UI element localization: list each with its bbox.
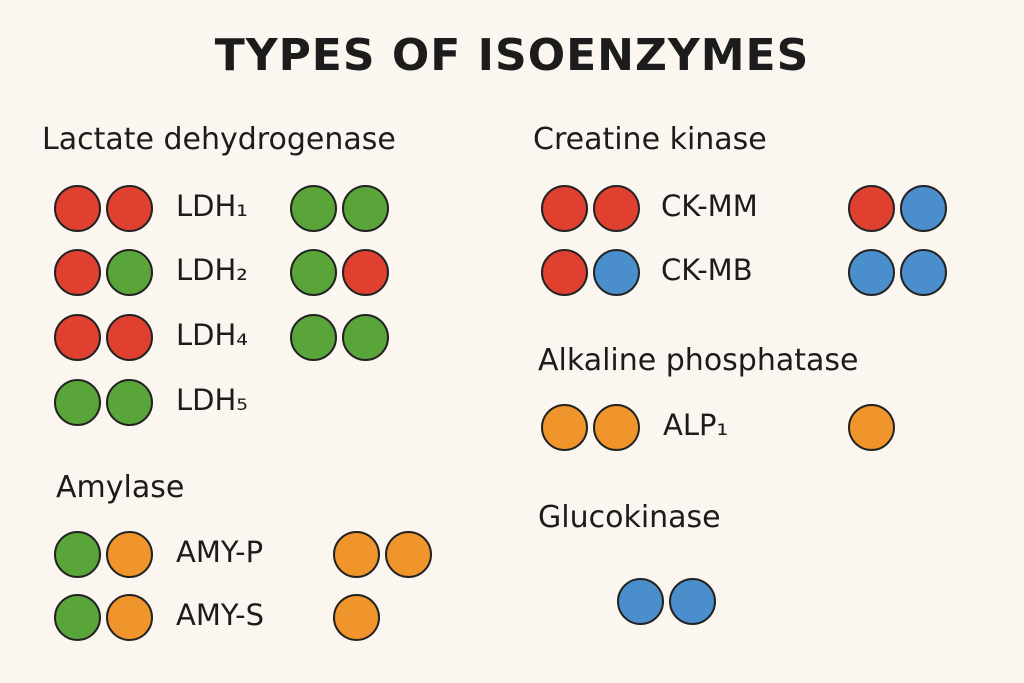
ldh4-subunits-left [54,314,153,362]
heading-creatine-kinase: Creatine kinase [533,122,767,157]
red-subunit-circle [54,185,101,232]
green-subunit-circle [290,314,337,361]
ck-mb-subunits-left [541,249,640,297]
red-subunit-circle [106,314,153,361]
heading-alkaline-phosphatase: Alkaline phosphatase [538,343,859,378]
red-subunit-circle [848,185,895,232]
amy-p-label: AMY-P [176,535,264,569]
alp1-label: ALP₁ [663,408,729,442]
diagram-title: TYPES OF ISOENZYMES [214,30,810,81]
ldh4-subunits-right [290,314,389,362]
orange-subunit-circle [333,531,380,578]
ck-mb-subunits-right [848,249,947,297]
blue-subunit-circle [593,249,640,296]
green-subunit-circle [54,594,101,641]
ck-mm-label: CK-MM [661,189,758,223]
amy-s-subunits-left [54,594,153,642]
heading-glucokinase: Glucokinase [538,500,721,535]
orange-subunit-circle [106,594,153,641]
green-subunit-circle [290,249,337,296]
red-subunit-circle [541,249,588,296]
green-subunit-circle [106,379,153,426]
ldh1-subunits-right [290,185,389,233]
ldh2-subunits-right [290,249,389,297]
blue-subunit-circle [617,578,664,625]
ck-mm-subunits-right [848,185,947,233]
red-subunit-circle [54,314,101,361]
heading-amylase: Amylase [56,470,185,505]
red-subunit-circle [106,185,153,232]
orange-subunit-circle [385,531,432,578]
ck-mb-label: CK-MB [661,253,753,287]
amy-s-label: AMY-S [176,598,265,632]
amy-p-subunits-left [54,531,153,579]
orange-subunit-circle [541,404,588,451]
blue-subunit-circle [669,578,716,625]
green-subunit-circle [54,379,101,426]
ldh2-subunits-left [54,249,153,297]
ldh1-label: LDH₁ [176,189,248,223]
orange-subunit-circle [106,531,153,578]
blue-subunit-circle [848,249,895,296]
orange-subunit-circle [848,404,895,451]
ck-mm-subunits-left [541,185,640,233]
ldh4-label: LDH₄ [176,318,248,352]
amy-p-subunits-right [333,531,432,579]
blue-subunit-circle [900,249,947,296]
alp1-subunits-left [541,404,640,452]
green-subunit-circle [342,314,389,361]
red-subunit-circle [54,249,101,296]
heading-lactate-dehydrogenase: Lactate dehydrogenase [42,122,396,157]
glucokinase-subunits [617,578,716,626]
red-subunit-circle [541,185,588,232]
ldh2-label: LDH₂ [176,253,248,287]
alp1-subunits-right [848,404,895,452]
ldh5-subunits-left [54,379,153,427]
orange-subunit-circle [333,594,380,641]
green-subunit-circle [106,249,153,296]
blue-subunit-circle [900,185,947,232]
amy-s-subunits-right [333,594,380,642]
green-subunit-circle [290,185,337,232]
green-subunit-circle [54,531,101,578]
red-subunit-circle [342,249,389,296]
orange-subunit-circle [593,404,640,451]
ldh1-subunits-left [54,185,153,233]
red-subunit-circle [593,185,640,232]
ldh5-label: LDH₅ [176,383,248,417]
green-subunit-circle [342,185,389,232]
